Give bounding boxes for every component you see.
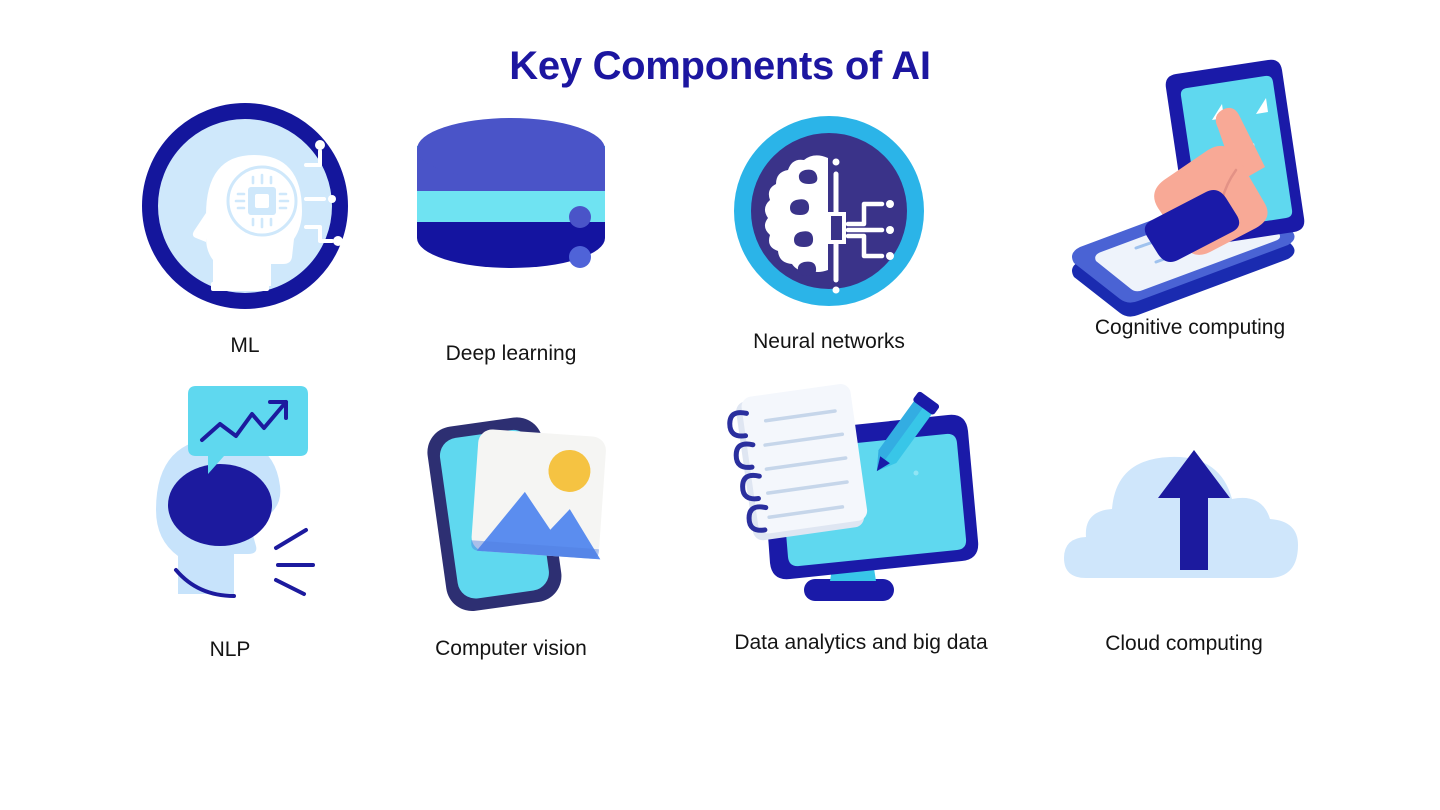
db-indicator-dot [569,246,591,268]
cloud-arrow-glyph [1064,450,1298,578]
component-card-cognitive-computing[interactable]: Cognitive computing [1040,48,1340,339]
component-label-deep-learning: Deep learning [445,342,577,365]
component-card-neural-networks[interactable]: Neural networks [700,108,958,353]
component-label-computer-vision: Computer vision [435,637,587,660]
cloud-up-arrow-icon [1050,400,1318,600]
component-label-nlp: NLP [209,638,251,661]
ml-head-chip-glyph [192,140,343,291]
phone-photo-glyph [427,417,606,612]
database-cylinder [417,118,605,310]
hand-touch-laptop-icon [1040,48,1340,318]
component-card-data-analytics[interactable]: Data analytics and big data [700,384,1022,654]
brain-circuit-circle-icon [700,108,958,348]
db-indicator-dot [569,164,591,186]
laptop-hand-glyph [1072,59,1305,317]
brain-chip-circle-icon [110,95,380,335]
component-card-computer-vision[interactable]: Computer vision [400,405,622,660]
nn-brain-circuit-glyph [764,155,894,294]
component-label-ml: ML [230,334,260,357]
component-label-data-analytics: Data analytics and big data [734,631,988,654]
component-label-cognitive-computing: Cognitive computing [1094,316,1286,339]
component-label-neural-networks: Neural networks [753,330,905,353]
component-card-deep-learning[interactable]: Deep learning [380,118,642,365]
db-indicator-dot [569,206,591,228]
component-label-cloud-computing: Cloud computing [1105,632,1263,655]
monitor-notepad-pen-icon [700,384,1022,617]
component-card-cloud-computing[interactable]: Cloud computing [1050,400,1318,655]
component-card-nlp[interactable]: NLP [110,380,350,661]
component-card-ml[interactable]: ML [110,95,380,357]
monitor-notepad-glyph [727,384,979,601]
nlp-head-glyph [156,386,315,598]
database-stack-icon [380,118,642,360]
head-speech-chart-icon [110,380,350,620]
page-title: Key Components of AI [509,44,931,88]
phone-photo-icon [400,405,622,620]
